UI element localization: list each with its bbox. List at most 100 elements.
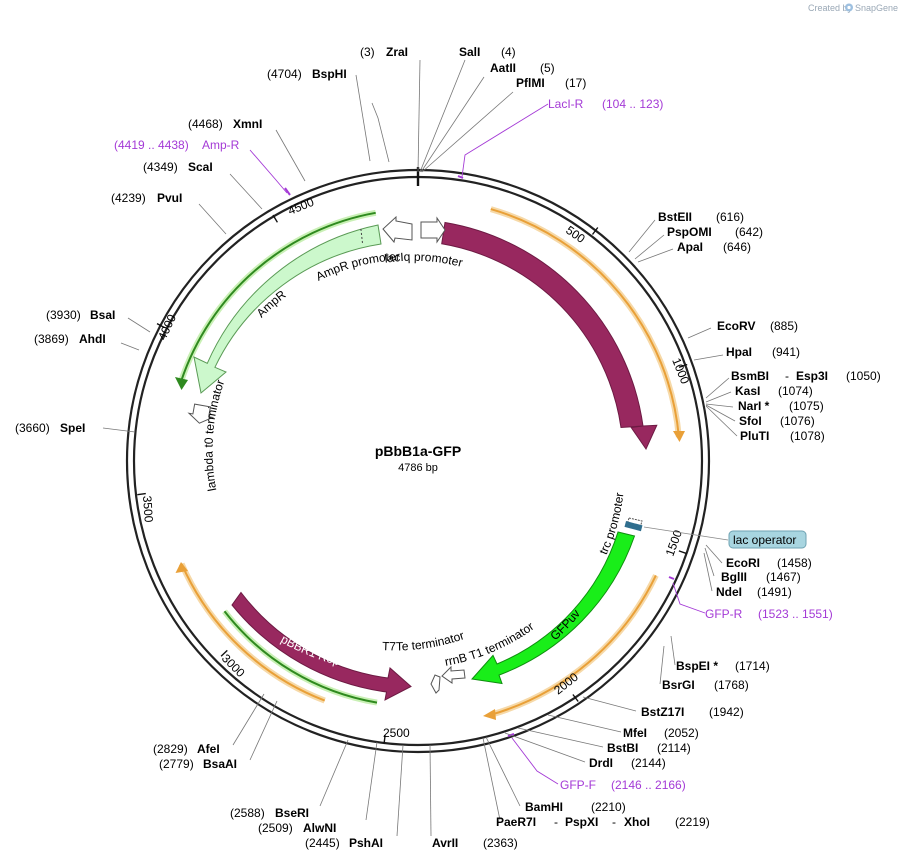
site-pshai-pos: (2445) — [305, 836, 340, 850]
site-bsrgi-name[interactable]: BsrGI — [662, 678, 695, 692]
site-leader-lines — [102, 59, 738, 837]
site-bsrgi-pos: (1768) — [714, 678, 749, 692]
site-ahdi-pos: (3869) — [34, 332, 69, 346]
site-alwni-pos: (2509) — [258, 821, 293, 835]
site-spei-name[interactable]: SpeI — [60, 421, 85, 435]
site-bsteii-name[interactable]: BstEII — [658, 210, 692, 224]
site-pvui-name[interactable]: PvuI — [157, 191, 182, 205]
ampR-join-marker — [360, 228, 364, 245]
site-avrii-name[interactable]: AvrII — [432, 836, 458, 850]
lacIq-promoter-arrow[interactable] — [420, 216, 446, 244]
site-drdi-name[interactable]: DrdI — [589, 756, 613, 770]
site-bglii-name[interactable]: BglII — [721, 570, 747, 584]
site-ecorv-name[interactable]: EcoRV — [717, 319, 755, 333]
site-bstz17i-name[interactable]: BstZ17I — [641, 705, 684, 719]
site-bspei-name[interactable]: BspEI * — [676, 659, 718, 673]
site-apai-name[interactable]: ApaI — [677, 240, 703, 254]
site-esp3i-name[interactable]: Esp3I — [796, 369, 828, 383]
ampR-promoter-arrow[interactable] — [382, 215, 413, 244]
site-bseri-name[interactable]: BseRI — [275, 806, 309, 820]
lambda-t0-terminator-arrow[interactable] — [187, 403, 215, 425]
tick-marks — [137, 214, 688, 744]
site-pvui-pos: (4239) — [111, 191, 146, 205]
site-ndei-name[interactable]: NdeI — [716, 585, 742, 599]
site-sali-name[interactable]: SalI — [459, 45, 480, 59]
primer-gfp-f-name[interactable]: GFP-F — [560, 778, 596, 792]
tick-label-1500: 1500 — [663, 528, 685, 558]
site-bsmbi-pos: (1050) — [846, 369, 881, 383]
primer-laci-r-range: (104 .. 123) — [602, 97, 663, 111]
site-bsaai-name[interactable]: BsaAI — [203, 757, 237, 771]
site-bsteii-pos: (616) — [716, 210, 744, 224]
site-mfei-name[interactable]: MfeI — [623, 726, 647, 740]
site-pflmi-pos: (17) — [565, 76, 586, 90]
orange-arc-bottom-left — [175, 562, 326, 704]
primer-laci-r-name[interactable]: LacI-R — [548, 97, 584, 111]
tick-label-1000: 1000 — [669, 356, 692, 386]
site-nari-name[interactable]: NarI * — [738, 399, 770, 413]
watermark-brand: SnapGene — [855, 3, 898, 13]
tick-label-4500: 4500 — [286, 195, 316, 218]
plasmid-name: pBbB1a-GFP — [375, 443, 461, 459]
site-bspei-pos: (1714) — [735, 659, 770, 673]
site-bstbi-name[interactable]: BstBI — [607, 741, 638, 755]
site-scai-name[interactable]: ScaI — [188, 160, 213, 174]
site-pluti-name[interactable]: PluTI — [740, 429, 769, 443]
site-bsmbi-name[interactable]: BsmBI — [731, 369, 769, 383]
site-bsphi-name[interactable]: BspHI — [312, 67, 347, 81]
site-hpai-name[interactable]: HpaI — [726, 345, 752, 359]
site-xhoi-name[interactable]: XhoI — [624, 815, 650, 829]
site-kasi-name[interactable]: KasI — [735, 384, 760, 398]
site-paer7i-name[interactable]: PaeR7I — [496, 815, 536, 829]
site-scai-pos: (4349) — [143, 160, 178, 174]
site-ecori-pos: (1458) — [777, 556, 812, 570]
site-ecori-name[interactable]: EcoRI — [726, 556, 760, 570]
t7te-terminator-label: T7Te terminator — [382, 628, 466, 653]
site-sfoi-name[interactable]: SfoI — [739, 414, 762, 428]
primer-leader-lines — [249, 103, 706, 785]
orange-arc-bottom-right — [483, 574, 659, 720]
t7te-terminator-arrow[interactable] — [430, 674, 441, 694]
site-bglii-pos: (1467) — [766, 570, 801, 584]
site-bsai-pos: (3930) — [46, 308, 81, 322]
primer-gfp-r-range: (1523 .. 1551) — [758, 607, 833, 621]
site-bseri-pos: (2588) — [230, 806, 265, 820]
green-arc-pbbr1 — [222, 609, 378, 706]
lacI-feature-arrow[interactable] — [441, 221, 658, 451]
tick-label-4000: 4000 — [155, 312, 179, 342]
pbbr1-rep-feature-arrow[interactable] — [231, 591, 412, 701]
site-mfei-pos: (2052) — [664, 726, 699, 740]
site-zrai-pos: (3) — [360, 45, 375, 59]
orange-arc-top-right — [489, 206, 685, 442]
site-drdi-pos: (2144) — [631, 756, 666, 770]
lac-operator-box[interactable] — [728, 530, 807, 549]
primer-amp-r-name[interactable]: Amp-R — [202, 138, 240, 152]
site-pshai-name[interactable]: PshAI — [349, 836, 383, 850]
site-alwni-name[interactable]: AlwNI — [303, 821, 336, 835]
site-bsai-name[interactable]: BsaI — [90, 308, 115, 322]
rrnB-t1-terminator-arrow[interactable] — [441, 665, 466, 684]
site-xmni-name[interactable]: XmnI — [233, 117, 262, 131]
tick-label-2500: 2500 — [383, 726, 410, 740]
site-ndei-pos: (1491) — [757, 585, 792, 599]
site-bamhi-name[interactable]: BamHI — [525, 800, 563, 814]
site-ahdi-name[interactable]: AhdI — [79, 332, 106, 346]
site-ecorv-pos: (885) — [770, 319, 798, 333]
site-aatii-pos: (5) — [540, 61, 555, 75]
site-xmni-pos: (4468) — [188, 117, 223, 131]
site-afei-name[interactable]: AfeI — [197, 742, 220, 756]
site-pluti-pos: (1078) — [790, 429, 825, 443]
plasmid-size: 4786 bp — [398, 462, 438, 474]
gfpuv-feature-arrow[interactable] — [471, 531, 636, 685]
site-bsphi-pos: (4704) — [267, 67, 302, 81]
site-afei-pos: (2829) — [153, 742, 188, 756]
site-zrai-name[interactable]: ZraI — [386, 45, 408, 59]
lac-operator-mark[interactable] — [624, 521, 643, 532]
site-avrii-pos: (2363) — [483, 836, 518, 850]
site-aatii-name[interactable]: AatII — [490, 61, 516, 75]
site-pflmi-name[interactable]: PflMI — [516, 76, 545, 90]
primer-gfp-r-name[interactable]: GFP-R — [705, 607, 743, 621]
site-pspxi-name[interactable]: PspXI — [565, 815, 598, 829]
site-pspomi-name[interactable]: PspOMI — [667, 225, 712, 239]
